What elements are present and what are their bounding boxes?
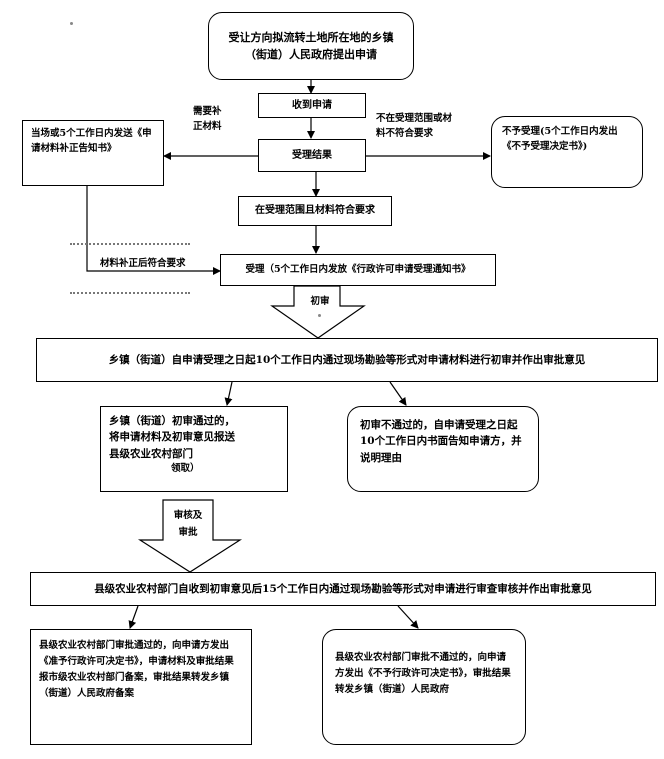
node-county-fail-text: 县级农业农村部门审批不通过的，向申请方发出《不予行政许可决定书》，审批结果转发乡…	[335, 652, 511, 696]
label-line: 正材料	[193, 121, 222, 133]
node-supplement-notice: 当场或5个工作日内发送《申请材料补正告知书》	[22, 120, 164, 186]
label-line: 料不符合要求	[376, 128, 434, 140]
node-accept: 受理（5个工作日内发放《行政许可申请受理通知书》	[220, 254, 496, 286]
arrow-county-to-fail	[397, 605, 419, 629]
node-county-review-text: 县级农业农村部门自收到初审意见后15个工作日内通过现场勘验等形式对申请进行审查审…	[94, 582, 592, 595]
node-township-fail-text: 初审不通过的，自申请受理之日起10个工作日内书面告知申请方，并说明理由	[360, 419, 522, 464]
township-pass-line: 县级农业农村部门	[109, 447, 193, 460]
node-county-fail: 县级农业农村部门审批不通过的，向申请方发出《不予行政许可决定书》，审批结果转发乡…	[322, 629, 526, 745]
decorative-dot	[318, 314, 321, 317]
label-need-supplement: 需要补 正材料	[193, 104, 245, 134]
node-accept-text: 受理（5个工作日内发放《行政许可申请受理通知书》	[245, 263, 471, 275]
label-first-review: 初审	[305, 294, 335, 309]
block-arrow-first-review	[270, 285, 366, 339]
label-line: 不在受理范围或材	[376, 113, 453, 124]
label-supplement-ok-text: 材料补正后符合要求	[100, 258, 186, 269]
label-review-approve: 审核及 审批	[166, 508, 210, 541]
label-line: 审批	[178, 526, 198, 538]
node-reject-text: 不予受理(5个工作日内发出《不予受理决定书》)	[502, 126, 618, 152]
label-first-review-text: 初审	[310, 296, 330, 307]
node-decision: 受理结果	[258, 139, 366, 172]
node-reject: 不予受理(5个工作日内发出《不予受理决定书》)	[491, 116, 643, 188]
arrow-review-to-pass	[224, 381, 233, 406]
node-receive: 收到申请	[258, 93, 366, 118]
label-line: 审核及	[173, 510, 203, 521]
township-pass-line: 乡镇（街道）初审通过的，	[109, 415, 235, 427]
node-receive-text: 收到申请	[292, 99, 332, 111]
arrow-county-to-pass	[128, 605, 139, 629]
node-decision-text: 受理结果	[292, 149, 332, 161]
node-apply-text: 受让方向拟流转土地所在地的乡镇（街道）人民政府提出申请	[228, 30, 394, 61]
dotted-separator	[70, 243, 190, 245]
township-pass-line: 将申请材料及初审意见报送	[109, 431, 235, 444]
label-supplement-ok: 材料补正后符合要求	[100, 256, 220, 271]
label-out-of-scope: 不在受理范围或材 料不符合要求	[376, 111, 486, 141]
node-in-scope-text: 在受理范围且材料符合要求	[255, 205, 375, 217]
node-township-review-text: 乡镇（街道）自申请受理之日起10个工作日内通过现场勘验等形式对申请材料进行初审并…	[108, 353, 586, 366]
township-pass-line: 领取）	[171, 462, 200, 474]
label-line: 需要补	[193, 106, 222, 117]
decorative-dot	[70, 22, 73, 25]
node-apply: 受让方向拟流转土地所在地的乡镇（街道）人民政府提出申请	[208, 12, 414, 80]
node-in-scope: 在受理范围且材料符合要求	[238, 196, 392, 226]
node-county-pass-text: 县级农业农村部门审批通过的，向申请方发出《准予行政许可决定书》，申请材料及审批结…	[39, 640, 234, 700]
arrow-review-to-fail	[389, 381, 407, 406]
arrow-supplement-to-accept	[86, 186, 221, 275]
block-arrow-review-approve	[137, 499, 243, 573]
node-township-review: 乡镇（街道）自申请受理之日起10个工作日内通过现场勘验等形式对申请材料进行初审并…	[36, 338, 658, 382]
dotted-separator	[70, 292, 190, 294]
node-township-pass: 乡镇（街道）初审通过的， 将申请材料及初审意见报送 县级农业农村部门 领取）	[100, 406, 288, 492]
node-township-fail: 初审不通过的，自申请受理之日起10个工作日内书面告知申请方，并说明理由	[347, 406, 539, 492]
node-supplement-notice-text: 当场或5个工作日内发送《申请材料补正告知书》	[31, 128, 152, 154]
node-county-review: 县级农业农村部门自收到初审意见后15个工作日内通过现场勘验等形式对申请进行审查审…	[30, 572, 656, 606]
node-county-pass: 县级农业农村部门审批通过的，向申请方发出《准予行政许可决定书》，申请材料及审批结…	[30, 629, 252, 745]
